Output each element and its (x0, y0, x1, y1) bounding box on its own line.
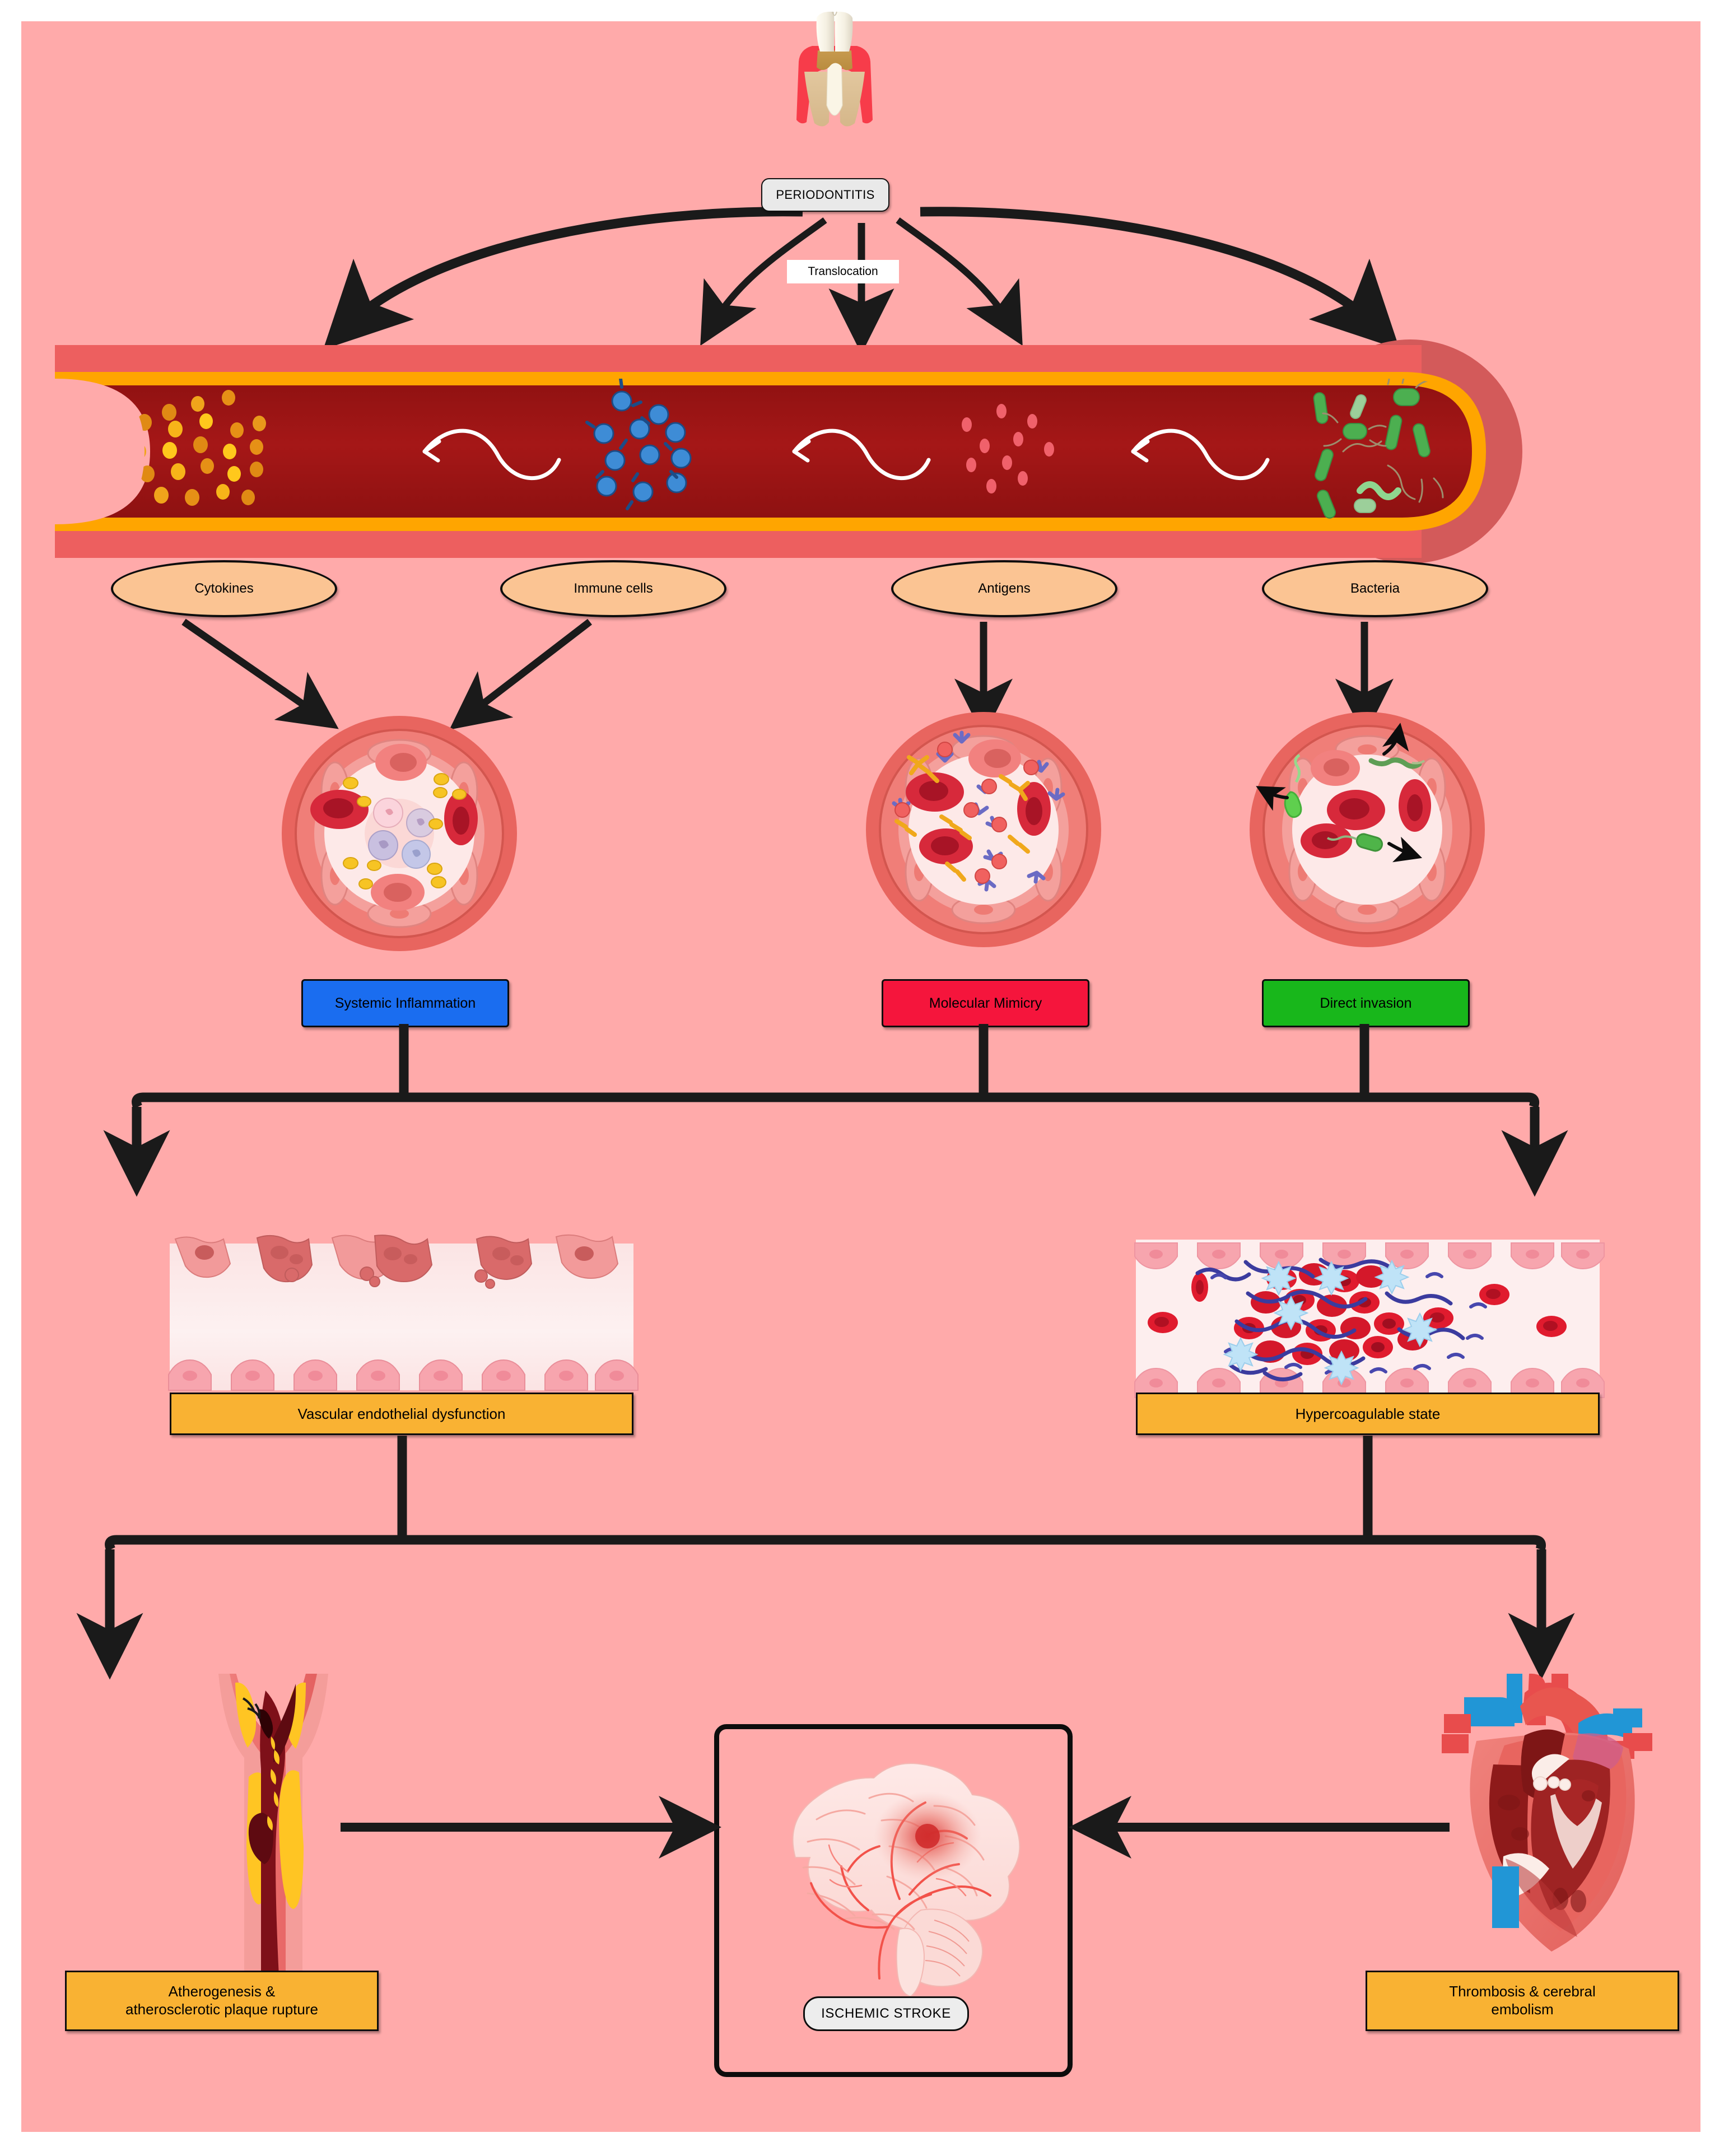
antigen-dots-icon (962, 404, 1054, 493)
flow-arrow-icon (1131, 429, 1270, 480)
outcome-label-line1: Atherogenesis & (168, 1983, 276, 2000)
ischemic-stroke-pill[interactable]: ISCHEMIC STROKE (803, 1996, 969, 2031)
callout-label: Antigens (978, 581, 1031, 596)
outcome-box-endothelial-dysfunction[interactable]: Vascular endothelial dysfunction (170, 1393, 633, 1435)
brain-icon (792, 1763, 1021, 1997)
outcome-to-final-connector (76, 1436, 1575, 1680)
callout-immune-cells[interactable]: Immune cells (500, 560, 726, 617)
mechanism-box-systemic-inflammation[interactable]: Systemic Inflammation (301, 979, 509, 1027)
periodontitis-label: PERIODONTITIS (776, 188, 875, 202)
callout-bacteria[interactable]: Bacteria (1262, 560, 1488, 617)
vessel-cross-section-antibody-icon (866, 712, 1101, 947)
outcome-label-line2: atherosclerotic plaque rupture (125, 2001, 318, 2018)
heart-cross-section-icon (1442, 1673, 1652, 1952)
outcome-label-line1: Thrombosis & cerebral (1449, 1983, 1596, 2000)
damaged-endothelium-icon (168, 1234, 639, 1391)
ischemic-stroke-label: ISCHEMIC STROKE (821, 2006, 951, 2021)
periodontitis-node[interactable]: PERIODONTITIS (761, 178, 889, 212)
callout-antigens[interactable]: Antigens (891, 560, 1117, 617)
mechanism-label: Direct invasion (1320, 995, 1412, 1011)
mechanism-label: Molecular Mimicry (929, 995, 1042, 1011)
callout-label: Bacteria (1350, 581, 1400, 596)
mechanism-to-outcome-connector (103, 1024, 1568, 1197)
blood-vessel-longitudinal-icon (44, 339, 1522, 564)
translocation-label: Translocation (808, 265, 878, 278)
outcome-box-hypercoagulable-state[interactable]: Hypercoagulable state (1136, 1393, 1600, 1435)
translocation-arrows (323, 207, 1400, 354)
outcome-label-line2: embolism (1491, 2001, 1554, 2018)
flow-arrow-icon (422, 429, 561, 480)
bacteria-icon (1313, 379, 1444, 519)
final-converging-arrows (341, 1796, 1450, 1859)
callout-cytokines[interactable]: Cytokines (111, 560, 337, 617)
vessel-cross-section-bacteria-icon (1250, 712, 1485, 947)
tooth-periodontitis-icon (796, 11, 873, 127)
mechanism-label: Systemic Inflammation (334, 995, 476, 1011)
mechanism-box-direct-invasion[interactable]: Direct invasion (1262, 979, 1470, 1027)
mechanism-box-molecular-mimicry[interactable]: Molecular Mimicry (882, 979, 1089, 1027)
fibrin-clot-icon (1134, 1240, 1605, 1398)
flow-arrow-icon (792, 429, 931, 480)
diagram-canvas: Cytokines Immune cells Antigens Bacteria (21, 11, 1700, 2132)
callout-connector-arrows (181, 618, 1394, 737)
callout-label: Cytokines (194, 581, 254, 596)
ischemic-stroke-frame (714, 1724, 1073, 2077)
atherosclerotic-artery-icon (218, 1674, 328, 1976)
outcome-box-thrombosis[interactable]: Thrombosis & cerebral embolism (1366, 1971, 1679, 2031)
translocation-label-box: Translocation (787, 260, 899, 283)
vessel-cross-section-inflammation-icon (282, 716, 517, 951)
immune-cell-icon (585, 379, 692, 510)
callout-label: Immune cells (574, 581, 653, 596)
outcome-label: Hypercoagulable state (1295, 1405, 1441, 1422)
outcome-box-atherogenesis[interactable]: Atherogenesis & atherosclerotic plaque r… (65, 1971, 379, 2031)
outcome-label: Vascular endothelial dysfunction (297, 1405, 506, 1422)
